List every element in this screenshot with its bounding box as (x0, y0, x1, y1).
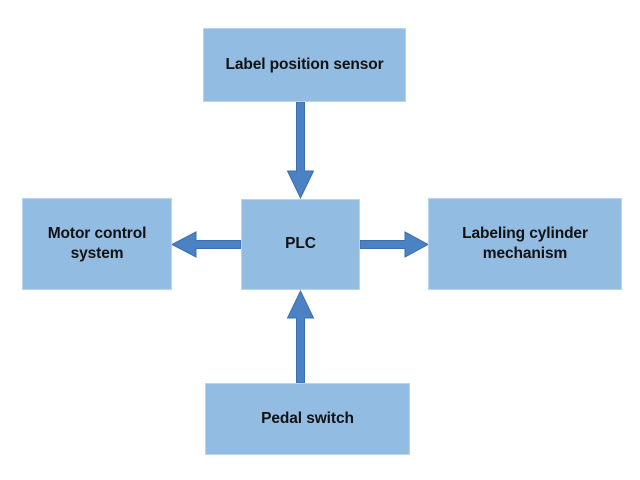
arrow-plc-to-cylinder (359, 231, 430, 258)
arrow-pedal-to-plc (286, 289, 315, 384)
block-motor-control-system-text: Motor control system (47, 224, 147, 262)
arrow-sensor-to-plc (286, 101, 315, 200)
block-motor-control-system[interactable]: Motor control system (22, 198, 172, 290)
block-labeling-cylinder-mechanism[interactable]: Labeling cylinder mechanism (428, 198, 622, 290)
block-plc[interactable]: PLC (241, 199, 360, 290)
arrow-plc-to-motor (170, 231, 242, 258)
block-label-position-sensor-text: Label position sensor (225, 55, 384, 73)
block-plc-text: PLC (285, 235, 316, 253)
block-labeling-cylinder-mechanism-text: Labeling cylinder mechanism (462, 224, 588, 262)
block-pedal-switch[interactable]: Pedal switch (205, 383, 410, 455)
block-pedal-switch-text: Pedal switch (261, 409, 354, 427)
block-label-position-sensor[interactable]: Label position sensor (203, 28, 406, 102)
